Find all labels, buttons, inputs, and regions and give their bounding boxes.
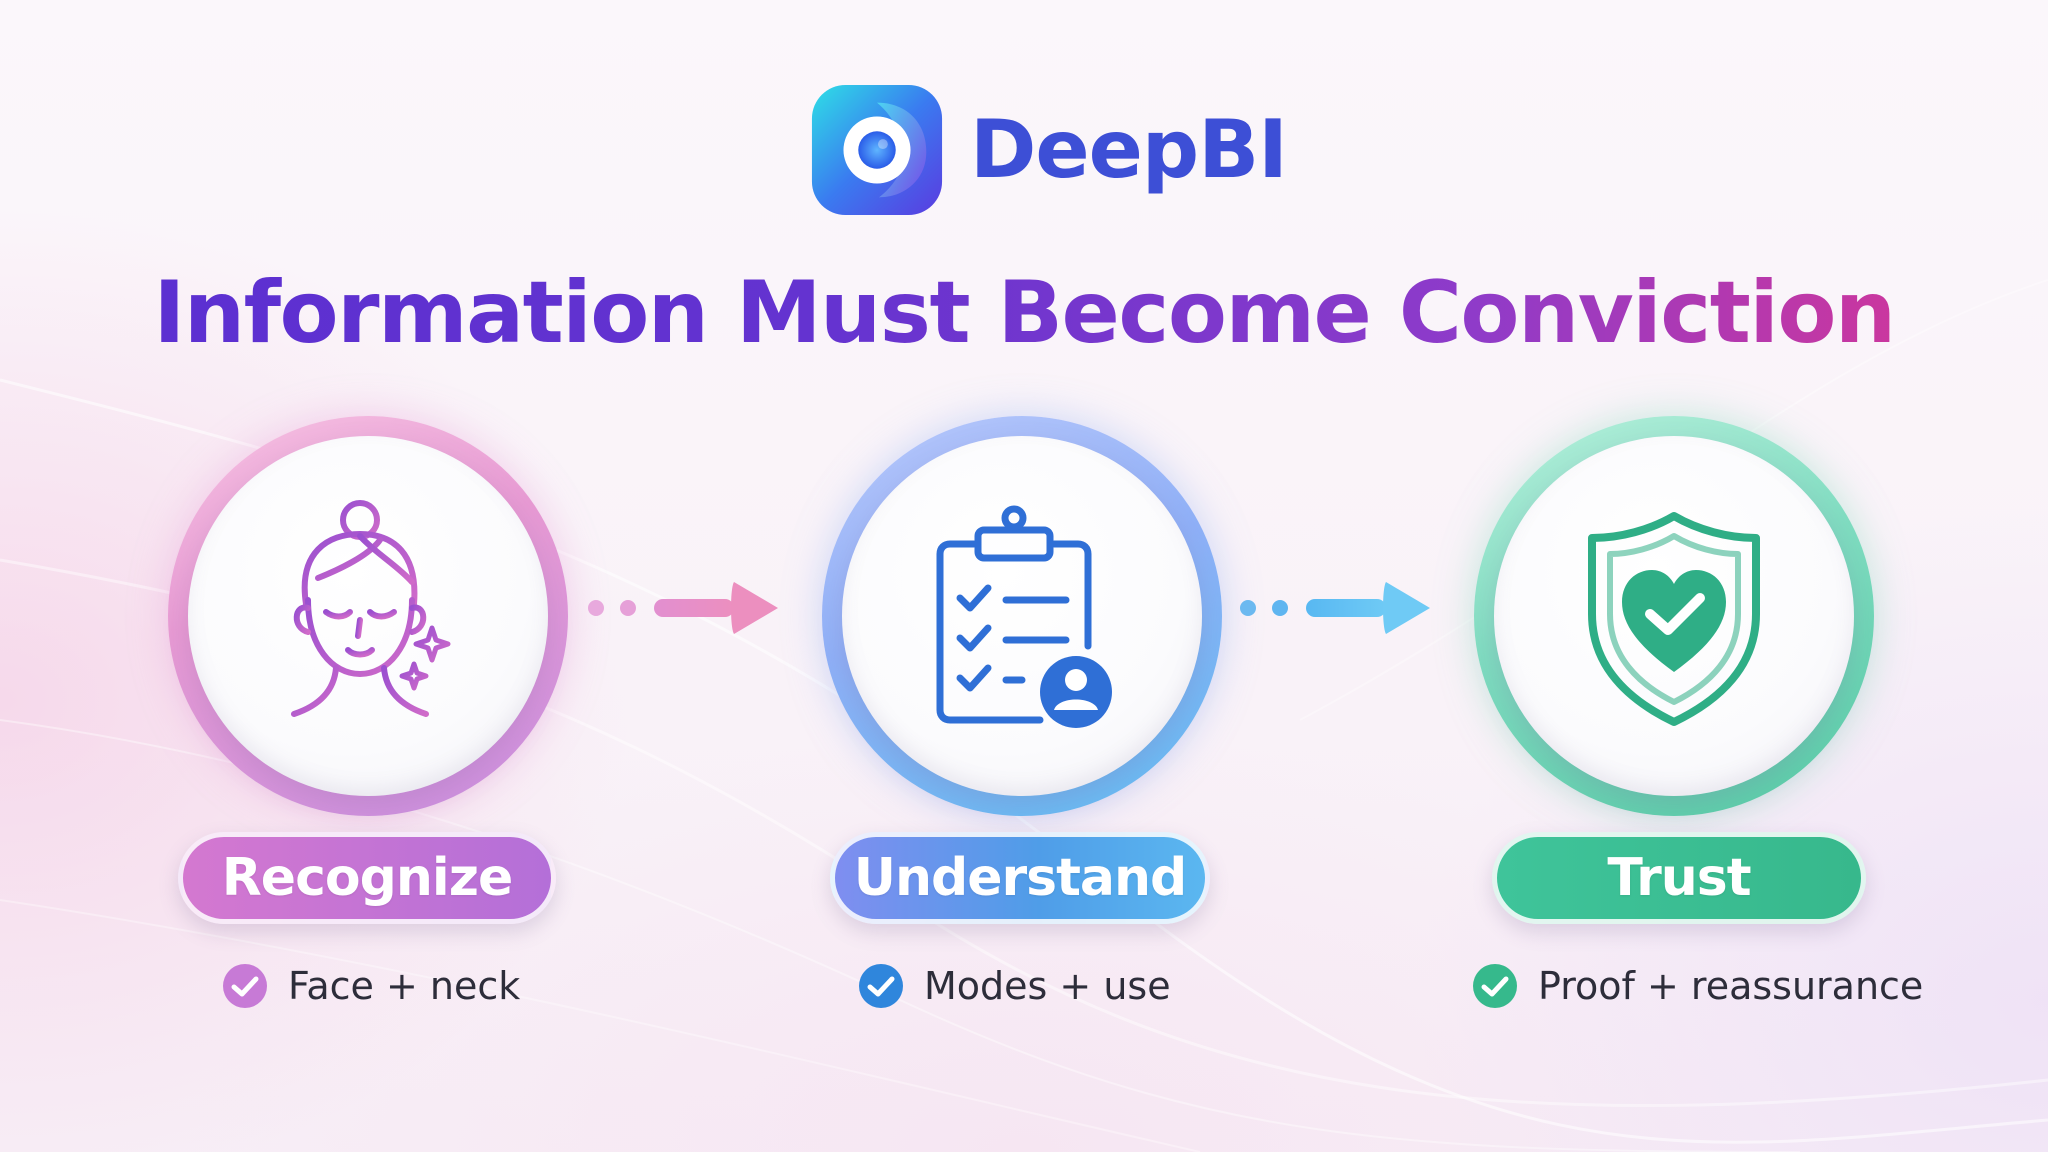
step-label-recognize: Recognize [178,832,556,924]
shield-heart-icon [1588,512,1760,726]
clipboard-checklist-icon [936,505,1112,728]
check-circle-icon [859,964,903,1008]
step-label-trust: Trust [1492,832,1866,924]
face-icon [291,500,451,717]
caption-text: Proof + reassurance [1538,964,1924,1008]
check-circle-icon [1473,964,1517,1008]
step-disc [842,436,1202,796]
caption-text: Face + neck [288,964,521,1008]
step-label-understand: Understand [830,832,1210,924]
brand-name: DeepBI [970,103,1288,196]
arrow-right-icon [1240,582,1430,634]
brand-logo: DeepBI [808,80,1288,220]
step-caption-understand: Modes + use [858,958,1171,1014]
step-caption-recognize: Face + neck [222,958,520,1014]
caption-text: Modes + use [924,964,1171,1008]
step-understand [822,416,1222,816]
step-caption-trust: Proof + reassurance [1472,958,1923,1014]
check-circle-icon [223,964,267,1008]
deepbi-logo-icon [811,84,943,216]
step-recognize [168,416,568,816]
step-disc [188,436,548,796]
page-title: Information Must Become Conviction [0,262,2048,365]
arrow-right-icon [588,582,778,634]
step-trust [1474,416,1874,816]
